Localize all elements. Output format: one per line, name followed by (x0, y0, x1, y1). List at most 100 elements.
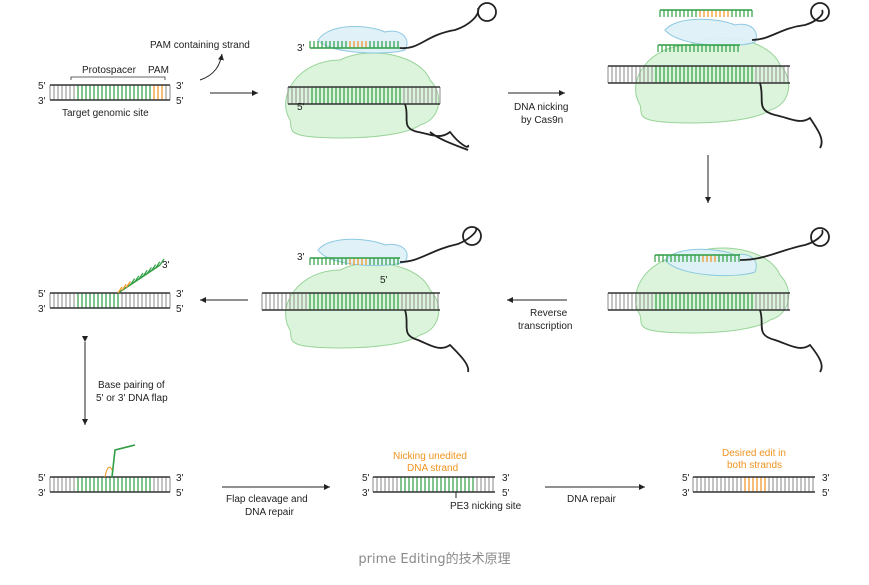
flap-rung (130, 278, 136, 285)
edited-flap (309, 257, 400, 265)
pam-label: PAM (148, 65, 169, 76)
label-5prime: 5' (362, 473, 370, 484)
desired-edit-label-2: both strands (727, 460, 782, 471)
step5-extended-flap: 3' 5' (261, 226, 482, 373)
flap-rung (134, 275, 140, 283)
dsdna-3prime-flap (49, 292, 171, 309)
scaffold-loops (759, 82, 823, 149)
flap-rung (138, 272, 144, 280)
label-3prime: 3' (362, 488, 370, 499)
dna-repair-label: DNA repair (567, 494, 617, 505)
orange-nick (104, 466, 113, 478)
step2-pe-binding: 3' 5' (285, 2, 497, 151)
target-site-label: Target genomic site (62, 108, 149, 119)
dsdna-bound (287, 86, 441, 105)
reverse-transcriptase (664, 18, 757, 47)
pbs-region (657, 44, 740, 52)
flap-backbone (111, 444, 136, 478)
dsdna-unedited (372, 476, 495, 493)
desired-edit-label: Desired edit in (722, 448, 786, 459)
label-5prime: 5' (176, 96, 184, 107)
pegrna-hairpin (810, 227, 830, 247)
dsdna-5prime-flap (49, 476, 171, 493)
reverse-label-2: transcription (518, 321, 572, 332)
label-3prime: 3' (822, 473, 830, 484)
dsdna-final (692, 476, 815, 493)
label-5prime: 5' (38, 81, 46, 92)
scaffold-loops (759, 309, 823, 373)
scaffold-loops (404, 309, 470, 373)
flap-rung (146, 267, 152, 274)
label-3prime: 3' (38, 96, 46, 107)
flap-rung (117, 286, 123, 294)
flap-rung (159, 258, 165, 266)
label-3prime: 3' (38, 304, 46, 315)
pam-strand-arrow (199, 53, 224, 81)
label-3prime: 3' (502, 473, 510, 484)
dsdna-extended (261, 292, 440, 311)
step9-final-edit: Desired edit in both strands 5' 3' 3' 5' (682, 448, 830, 499)
label-3prime: 3' (297, 252, 305, 263)
label-5prime: 5' (38, 473, 46, 484)
pegrna-extension (399, 227, 478, 263)
reverse-transcriptase (317, 26, 408, 54)
nicking-unedited-label-2: DNA strand (407, 463, 458, 474)
flap-rung (142, 269, 148, 277)
reverse-label: Reverse (530, 308, 568, 319)
label-3prime: 3' (297, 43, 305, 54)
base-pairing-label-2: 5' or 3' DNA flap (96, 393, 168, 404)
label-5prime: 5' (38, 289, 46, 300)
pegrna-hairpin (810, 2, 830, 22)
dsdna-nicked (607, 65, 790, 84)
pegrna-spacer (309, 41, 400, 49)
pam-strand-label: PAM containing strand (150, 40, 250, 51)
step6-3prime-flap: 5' 3' 3' 5' 3' (38, 258, 184, 315)
label-3prime: 3' (162, 260, 170, 271)
dna-nicking-label: DNA nicking (514, 102, 568, 113)
label-3prime: 3' (176, 289, 184, 300)
step7-5prime-flap: 5' 3' 3' 5' (38, 444, 184, 499)
base-pairing-label: Base pairing of (98, 380, 165, 391)
protospacer-bracket (70, 76, 166, 80)
rt-template (654, 254, 740, 262)
dna-nicking-label-2: by Cas9n (521, 115, 563, 126)
label-3prime: 3' (682, 488, 690, 499)
label-5prime: 5' (822, 488, 830, 499)
label-3prime: 3' (38, 488, 46, 499)
pegrna-extension (399, 7, 480, 49)
flap-rung (151, 264, 157, 271)
flap-rung (125, 281, 131, 288)
label-5prime: 5' (380, 275, 388, 286)
nicking-unedited-label: Nicking unedited (393, 451, 467, 462)
scaffold-loops (404, 103, 470, 151)
label-5prime: 5' (682, 473, 690, 484)
reverse-transcriptase (317, 238, 408, 267)
dsdna-target (49, 84, 171, 101)
flap-rung (155, 261, 161, 269)
step4-rt-complex (607, 227, 830, 373)
label-5prime: 5' (297, 102, 305, 113)
label-3prime: 3' (176, 81, 184, 92)
pegrna-hairpin (462, 226, 482, 246)
flap-label: Flap cleavage and (226, 494, 308, 505)
label-3prime: 3' (176, 473, 184, 484)
label-5prime: 5' (176, 488, 184, 499)
step3-nicked (607, 2, 830, 149)
pegrna-hairpin (477, 2, 497, 22)
cas9n-protein (285, 52, 440, 139)
pegrna-extension (751, 9, 824, 41)
step1-target-site: 5' 3' 3' 5' Protospacer PAM Target genom… (38, 40, 250, 119)
pegrna-extension (739, 229, 824, 261)
dsdna-rt (607, 292, 790, 311)
protospacer-label: Protospacer (82, 65, 137, 76)
displaced-flap (659, 9, 753, 17)
label-5prime: 5' (176, 304, 184, 315)
flap-rungs (117, 258, 165, 294)
step8-nicking-unedited: Nicking unedited DNA strand 5' 3' 3' 5' … (362, 451, 522, 512)
figure-caption: prime Editing的技术原理 (358, 552, 511, 567)
label-5prime: 5' (502, 488, 510, 499)
pe3-site-label: PE3 nicking site (450, 501, 522, 512)
flap-label-2: DNA repair (245, 507, 295, 518)
flap-rung (121, 283, 127, 291)
